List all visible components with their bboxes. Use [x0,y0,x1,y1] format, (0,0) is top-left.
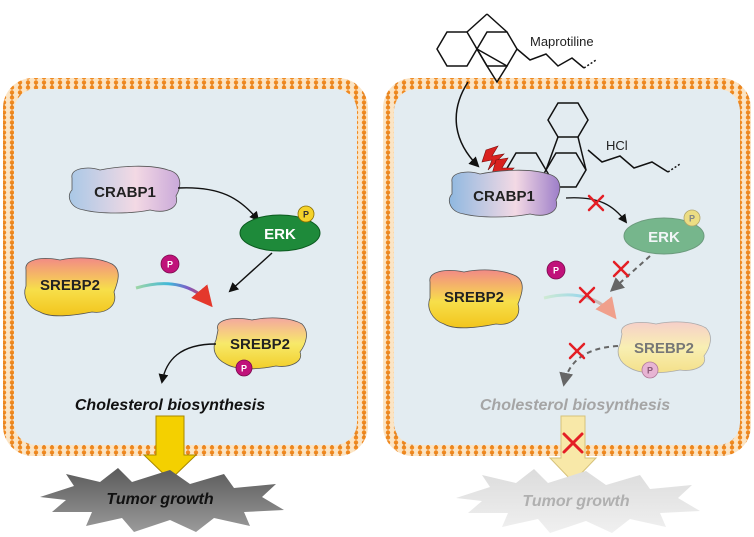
right-erk-shape [623,217,705,255]
right-erk-phospho-label: P [689,214,695,224]
right-srebp2-active: SREBP2 P [617,321,711,379]
right-crabp1-shape [448,169,561,218]
right-drug-label: Maprotiline [530,34,594,49]
right-inhibit-x-4 [568,342,586,360]
right-process-label: Cholesterol biosynthesis [480,397,670,414]
left-srebp2-phospho-label: P [241,364,247,374]
left-erk-phospho-label: P [303,210,309,220]
left-erk-phospho [297,205,315,223]
left-yellow-arrow [142,415,198,481]
right-arrow-srebp2-process [559,345,619,387]
left-srebp2-phospho [235,359,253,377]
right-drug-salt-label: HCl [606,138,628,153]
maprotiline-bridge-2 [486,13,508,33]
right-srebp2-active-shape [617,321,711,374]
right-cell-cytoplasm [394,89,740,445]
left-srebp2-active-shape [213,317,307,370]
left-crabp1-label: CRABP1 [94,184,156,201]
left-erk-label: ERK [264,226,296,243]
right-yellow-arrow [548,415,598,483]
right-tumor-star [456,469,700,533]
right-srebp2: SREBP2 [428,269,523,329]
right-free-phospho-label: P [553,266,559,276]
right-erk-phospho [683,209,701,227]
left-free-phospho: P [160,254,180,274]
right-inhibit-x-3 [578,286,596,304]
bound-chain [587,149,669,173]
right-tumor-growth: Tumor growth [456,469,700,533]
right-arrow-crabp1-erk [565,197,628,224]
left-crabp1-shape [68,165,181,214]
bound-chain-end [667,163,681,173]
left-arrow-crabp1-erk [177,187,260,222]
right-erk-label: ERK [648,229,680,246]
right-free-phospho: P [546,260,566,280]
left-tumor-growth: Tumor growth [40,468,284,532]
right-arrow-drug-crabp1 [455,81,480,168]
left-arrow-srebp2-process [158,343,217,384]
left-srebp2-active-label: SREBP2 [230,336,290,353]
left-erk-shape [239,214,321,252]
left-tumor-star [40,468,284,532]
right-inhibit-x-5 [562,432,584,454]
left-srebp2-shape [24,257,119,317]
bound-bridge-2 [577,136,587,171]
maprotiline-bridge-1 [466,13,488,33]
left-crabp1: CRABP1 [68,165,181,214]
left-free-phospho-shape [160,254,180,274]
left-process-label: Cholesterol biosynthesis [75,397,265,414]
right-outcome-label: Tumor growth [522,493,629,510]
left-erk: ERK P [239,205,321,252]
maprotiline-chain-end [583,59,597,69]
left-activation-arrow [135,282,213,308]
right-erk: ERK P [623,209,705,255]
left-free-phospho-label: P [167,260,173,270]
left-outcome-label: Tumor growth [106,491,213,508]
right-inhibit-x-1 [587,194,605,212]
maprotiline-ring-1 [436,31,478,67]
left-arrow-erk-srebp2 [228,252,273,293]
left-srebp2: SREBP2 [24,257,119,317]
maprotiline-ring-3 [474,46,509,84]
maprotiline-chain [516,48,585,69]
right-free-phospho-shape [546,260,566,280]
right-srebp2-phospho [641,361,659,379]
right-crabp1: CRABP1 [448,169,561,218]
bound-bridge-1 [545,136,559,171]
right-srebp2-active-label: SREBP2 [634,340,694,357]
right-srebp2-phospho-label: P [647,366,653,376]
right-maprotiline-molecule [436,13,597,84]
left-srebp2-label: SREBP2 [40,277,100,294]
right-inhibit-x-2 [612,260,630,278]
left-srebp2-active: SREBP2 P [213,317,307,377]
right-crabp1-label: CRABP1 [473,188,535,205]
right-srebp2-label: SREBP2 [444,289,504,306]
right-srebp2-shape [428,269,523,329]
